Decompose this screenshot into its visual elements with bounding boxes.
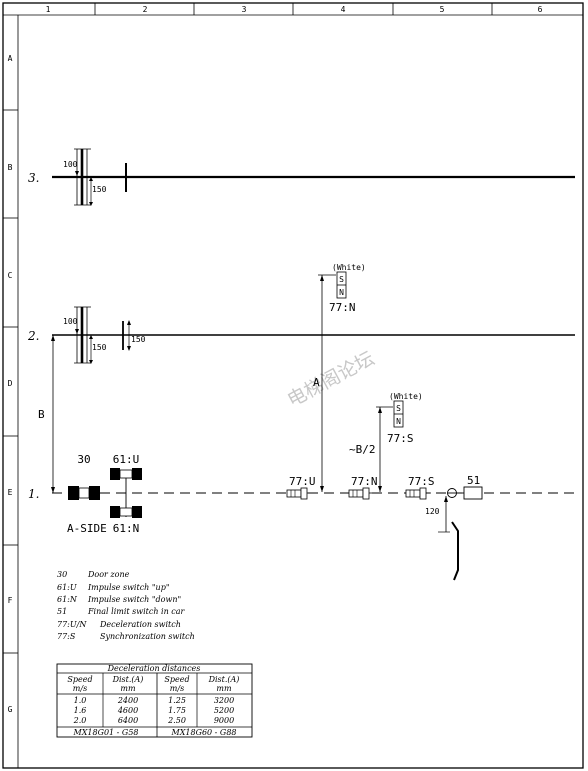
decel-table-footer: MX18G01 - G58 [73,728,139,737]
floor-3-dim-above: 100 [63,160,78,169]
row-label: A [8,54,13,63]
decel-table-cell: 2.0 [73,716,87,725]
door-zone-switch [68,486,100,500]
upper-magnet-color: (White) [332,263,366,272]
legend-code: 77:U/N [57,620,87,629]
column-label: 3 [242,5,247,14]
floor-2-magnet-mark [74,306,93,364]
legend-text: Synchronization switch [100,632,195,641]
dimension-b-arrow [51,335,55,493]
dimension-half-b-arrow [376,406,393,492]
impulse-switch [110,468,142,518]
decel-table-header: Speed [67,675,92,684]
dimension-b-label: B [38,408,45,421]
door-zone-label: 30 [77,453,90,466]
row-label: G [8,705,13,714]
floor-2-label: 2. [27,329,39,343]
upper-magnet-n: N [339,288,344,297]
final-limit-switch [447,486,483,500]
legend: 30 Door zone 61:U Impulse switch "up" 61… [57,570,195,641]
floor-3-label: 3. [28,171,39,185]
decel-table-title: Deceleration distances [107,664,201,673]
decel-table-cell: 2400 [117,696,138,705]
decel-table-cell: 1.25 [168,696,186,705]
decel-table-header: Dist.(A) [112,675,144,684]
watermark: 电梯阁论坛 [284,347,378,411]
dimension-120-label: 120 [425,507,440,516]
floor-3-dim-below: 150 [92,185,107,194]
legend-text: Final limit switch in car [87,607,186,616]
dimension-a-arrow [318,274,336,492]
decel-table-header: Speed [164,675,189,684]
impulse-down-label: 61:N [113,522,140,535]
column-label: 1 [46,5,51,14]
switch-77u-label: 77:U [289,475,316,488]
legend-code: 61:N [57,595,78,604]
a-side-label: A-SIDE [67,522,107,535]
legend-code: 77:S [57,632,76,641]
switch-77n-label: 77:N [351,475,378,488]
switch-77n [348,487,374,500]
switch-77s-label: 77:S [408,475,435,488]
dimension-a-label: A [313,376,320,389]
decel-table-cell: 4600 [117,706,138,715]
row-dividers [3,109,18,654]
dimension-120-arrow [438,496,450,533]
decel-table-cell: 6400 [118,716,138,725]
row-label: C [8,271,13,280]
lower-magnet-color: (White) [389,392,423,401]
decel-table-cell: 2.50 [167,716,186,725]
decel-table-cell: 1.0 [74,696,87,705]
column-label: 4 [341,5,346,14]
floor-2-dim-below: 150 [92,343,107,352]
decel-table-cell: 3200 [214,696,234,705]
dimension-half-b-label: ~B/2 [349,443,376,456]
floor-1-label: 1. [28,487,39,501]
decel-table-unit: mm [120,684,136,693]
final-limit-label: 51 [467,474,480,487]
decel-table-cell: 1.75 [168,706,186,715]
legend-code: 51 [57,607,67,616]
limit-ramp [451,521,459,581]
decel-table-cell: 1.6 [74,706,87,715]
column-label: 6 [538,5,543,14]
upper-magnet-tag: 77:N [329,301,356,314]
decel-table-unit: m/s [170,684,184,693]
column-label: 2 [143,5,148,14]
legend-code: 30 [57,570,67,579]
decel-table-header: Dist.(A) [208,675,240,684]
legend-text: Impulse switch "up" [87,583,170,592]
upper-magnet-s: S [339,275,344,284]
floor-2-right-dim [122,320,131,351]
floor-2-dim-right: 150 [131,335,146,344]
floor-2-dim-above: 100 [63,317,78,326]
decel-table: Deceleration distances Speed Dist.(A) Sp… [56,663,253,738]
row-label: B [8,163,13,172]
row-label: D [8,379,13,388]
decel-table-unit: mm [216,684,232,693]
lower-magnet [393,400,404,428]
decel-table-cell: 9000 [214,716,234,725]
decel-table-cell: 5200 [214,706,234,715]
column-label: 5 [440,5,445,14]
impulse-up-label: 61:U [113,453,140,466]
decel-table-unit: m/s [73,684,87,693]
legend-text: Impulse switch "down" [87,595,181,604]
legend-text: Door zone [87,570,130,579]
row-label: F [8,596,13,605]
upper-magnet [336,271,347,299]
lower-magnet-s: S [396,404,401,413]
decel-table-footer: MX18G60 - G88 [171,728,237,737]
column-dividers [94,3,493,15]
row-label: E [8,488,13,497]
lower-magnet-tag: 77:S [387,432,414,445]
floor-3-magnet-mark [74,148,93,206]
lower-magnet-n: N [396,417,401,426]
legend-text: Deceleration switch [99,620,181,629]
switch-77s [405,487,431,500]
legend-code: 61:U [57,583,77,592]
switch-77u [286,487,312,500]
